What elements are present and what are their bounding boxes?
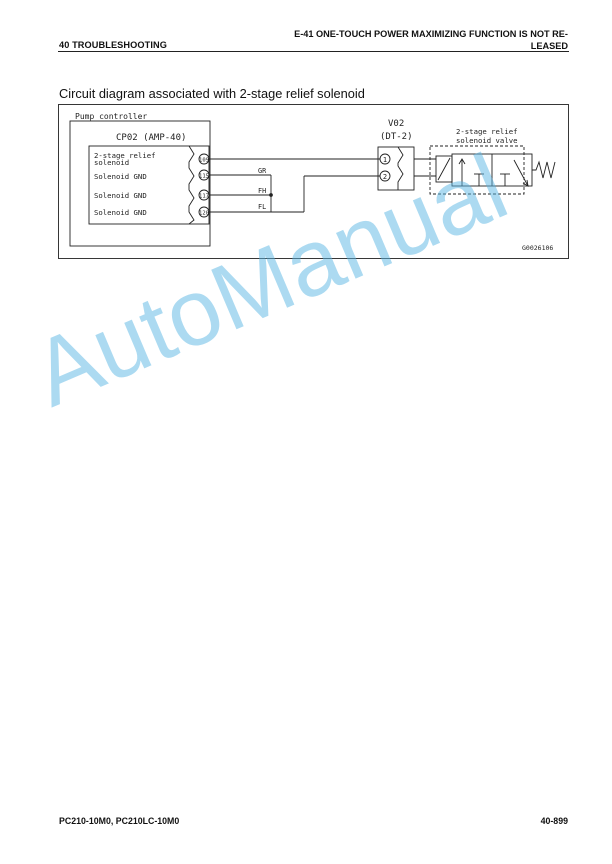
pin-109-label: 2-stage relief (94, 151, 156, 160)
pin-120-label: Solenoid GND (94, 208, 147, 217)
pump-controller-label: Pump controller (75, 112, 147, 121)
pin-115-label: Solenoid GND (94, 172, 147, 181)
pin-109-label-line2: solenoid (94, 158, 129, 167)
junction-dot (269, 193, 273, 197)
header-title-line2: LEASED (530, 41, 568, 51)
header-rule (58, 51, 569, 52)
v02-pin-1-number: 1 (383, 156, 387, 164)
figure-id: G0026106 (522, 244, 553, 252)
header-title: E-41 ONE-TOUCH POWER MAXIMIZING FUNCTION… (238, 28, 568, 52)
pin-120-number: 120 (199, 211, 209, 217)
v02-pin-1-circle (379, 153, 391, 165)
valve-label-line1: 2-stage relief (456, 127, 518, 136)
header-title-line1: E-41 ONE-TOUCH POWER MAXIMIZING FUNCTION… (294, 29, 568, 39)
footer-model: PC210-10M0, PC210LC-10M0 (59, 816, 180, 826)
v02-label: V02 (388, 119, 404, 129)
pin-117-number: 117 (199, 194, 209, 200)
valve-housing (429, 145, 525, 195)
pin-109-number: 109 (199, 158, 209, 164)
wire-fl-label: FL (258, 203, 266, 211)
circuit-diagram: Pump controller CP02 (AMP-40) 2-stage re… (58, 104, 569, 259)
pump-controller-box (69, 120, 211, 247)
valve-spring (532, 160, 556, 179)
valve-label-line2: solenoid valve (456, 136, 518, 145)
solenoid-slash (437, 157, 451, 181)
wire-gr-label: GR (258, 167, 267, 175)
cp02-pin-edge (188, 145, 195, 225)
pin-117-label: Solenoid GND (94, 191, 147, 200)
section-title: Circuit diagram associated with 2-stage … (59, 86, 365, 101)
valve-arrow-diag-head (522, 179, 529, 187)
valve-arrow-diag (513, 159, 529, 187)
v02-type-label: (DT-2) (380, 132, 413, 142)
valve-arrow-head (458, 158, 466, 165)
header-section: 40 TROUBLESHOOTING (59, 40, 167, 50)
circuit-diagram-svg: Pump controller CP02 (AMP-40) 2-stage re… (58, 104, 569, 259)
pin-115-number: 115 (199, 174, 209, 180)
cp02-connector-block (88, 145, 210, 225)
v02-connector-block (377, 146, 415, 191)
v02-pin-2-number: 2 (383, 173, 387, 181)
cp02-label: CP02 (AMP-40) (116, 133, 186, 143)
wire-fh-label: FH (258, 187, 266, 195)
v02-pin-2-circle (379, 170, 391, 182)
footer-page-number: 40-899 (540, 816, 568, 826)
v02-pin-edge (397, 146, 404, 190)
diagram-frame (58, 104, 569, 259)
